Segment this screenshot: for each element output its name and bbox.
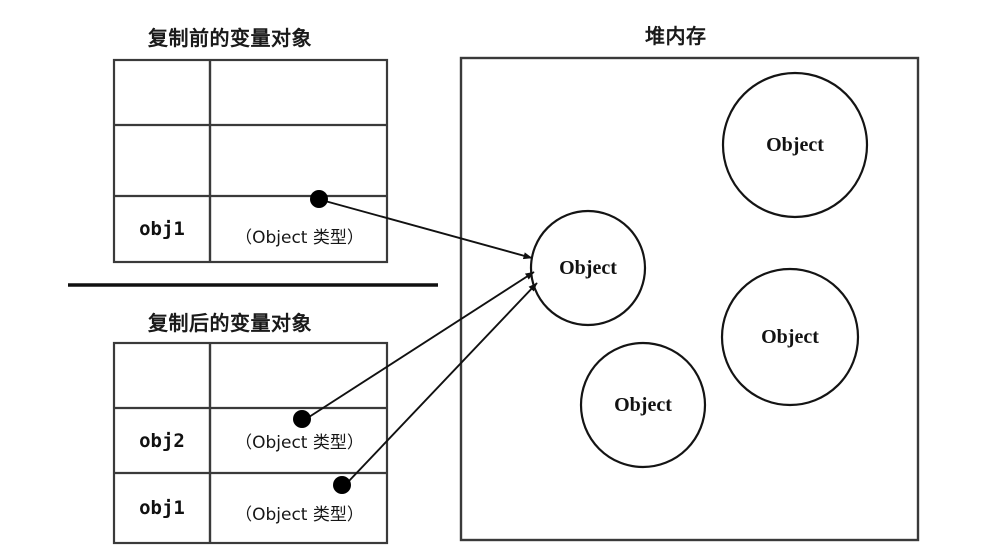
heap-object-bottom-left-circle [579, 341, 707, 469]
arrow-obj1-before [324, 200, 533, 260]
heap-object-right-circle [720, 267, 860, 407]
heap-object-center-circle [529, 209, 647, 327]
heap-object-center-label-wrap: Object [531, 211, 645, 325]
arrow-obj2-after [308, 271, 535, 418]
heap-object-top-right-circle [721, 71, 869, 219]
obj2-after-dot [293, 410, 311, 428]
heap-object-label: Object [559, 256, 617, 279]
obj1-before-dot [310, 190, 328, 208]
heap-title: 堆内存 [645, 24, 707, 48]
table-before-title: 复制前的变量对象 [148, 26, 312, 50]
obj1-after-dot [333, 476, 351, 494]
table-after-title: 复制后的变量对象 [148, 311, 312, 335]
table-before-copy [112, 58, 389, 264]
table-after-copy [112, 341, 389, 545]
heap-object-label: Object [761, 325, 819, 348]
heap-object-top-right-label-wrap: Object [723, 73, 867, 217]
heap-object-label: Object [766, 133, 824, 156]
heap-object-label: Object [614, 393, 672, 416]
heap-object-bottom-left-label-wrap: Object [581, 343, 705, 467]
arrow-obj1-after [347, 282, 538, 483]
heap-object-right-label-wrap: Object [722, 269, 858, 405]
